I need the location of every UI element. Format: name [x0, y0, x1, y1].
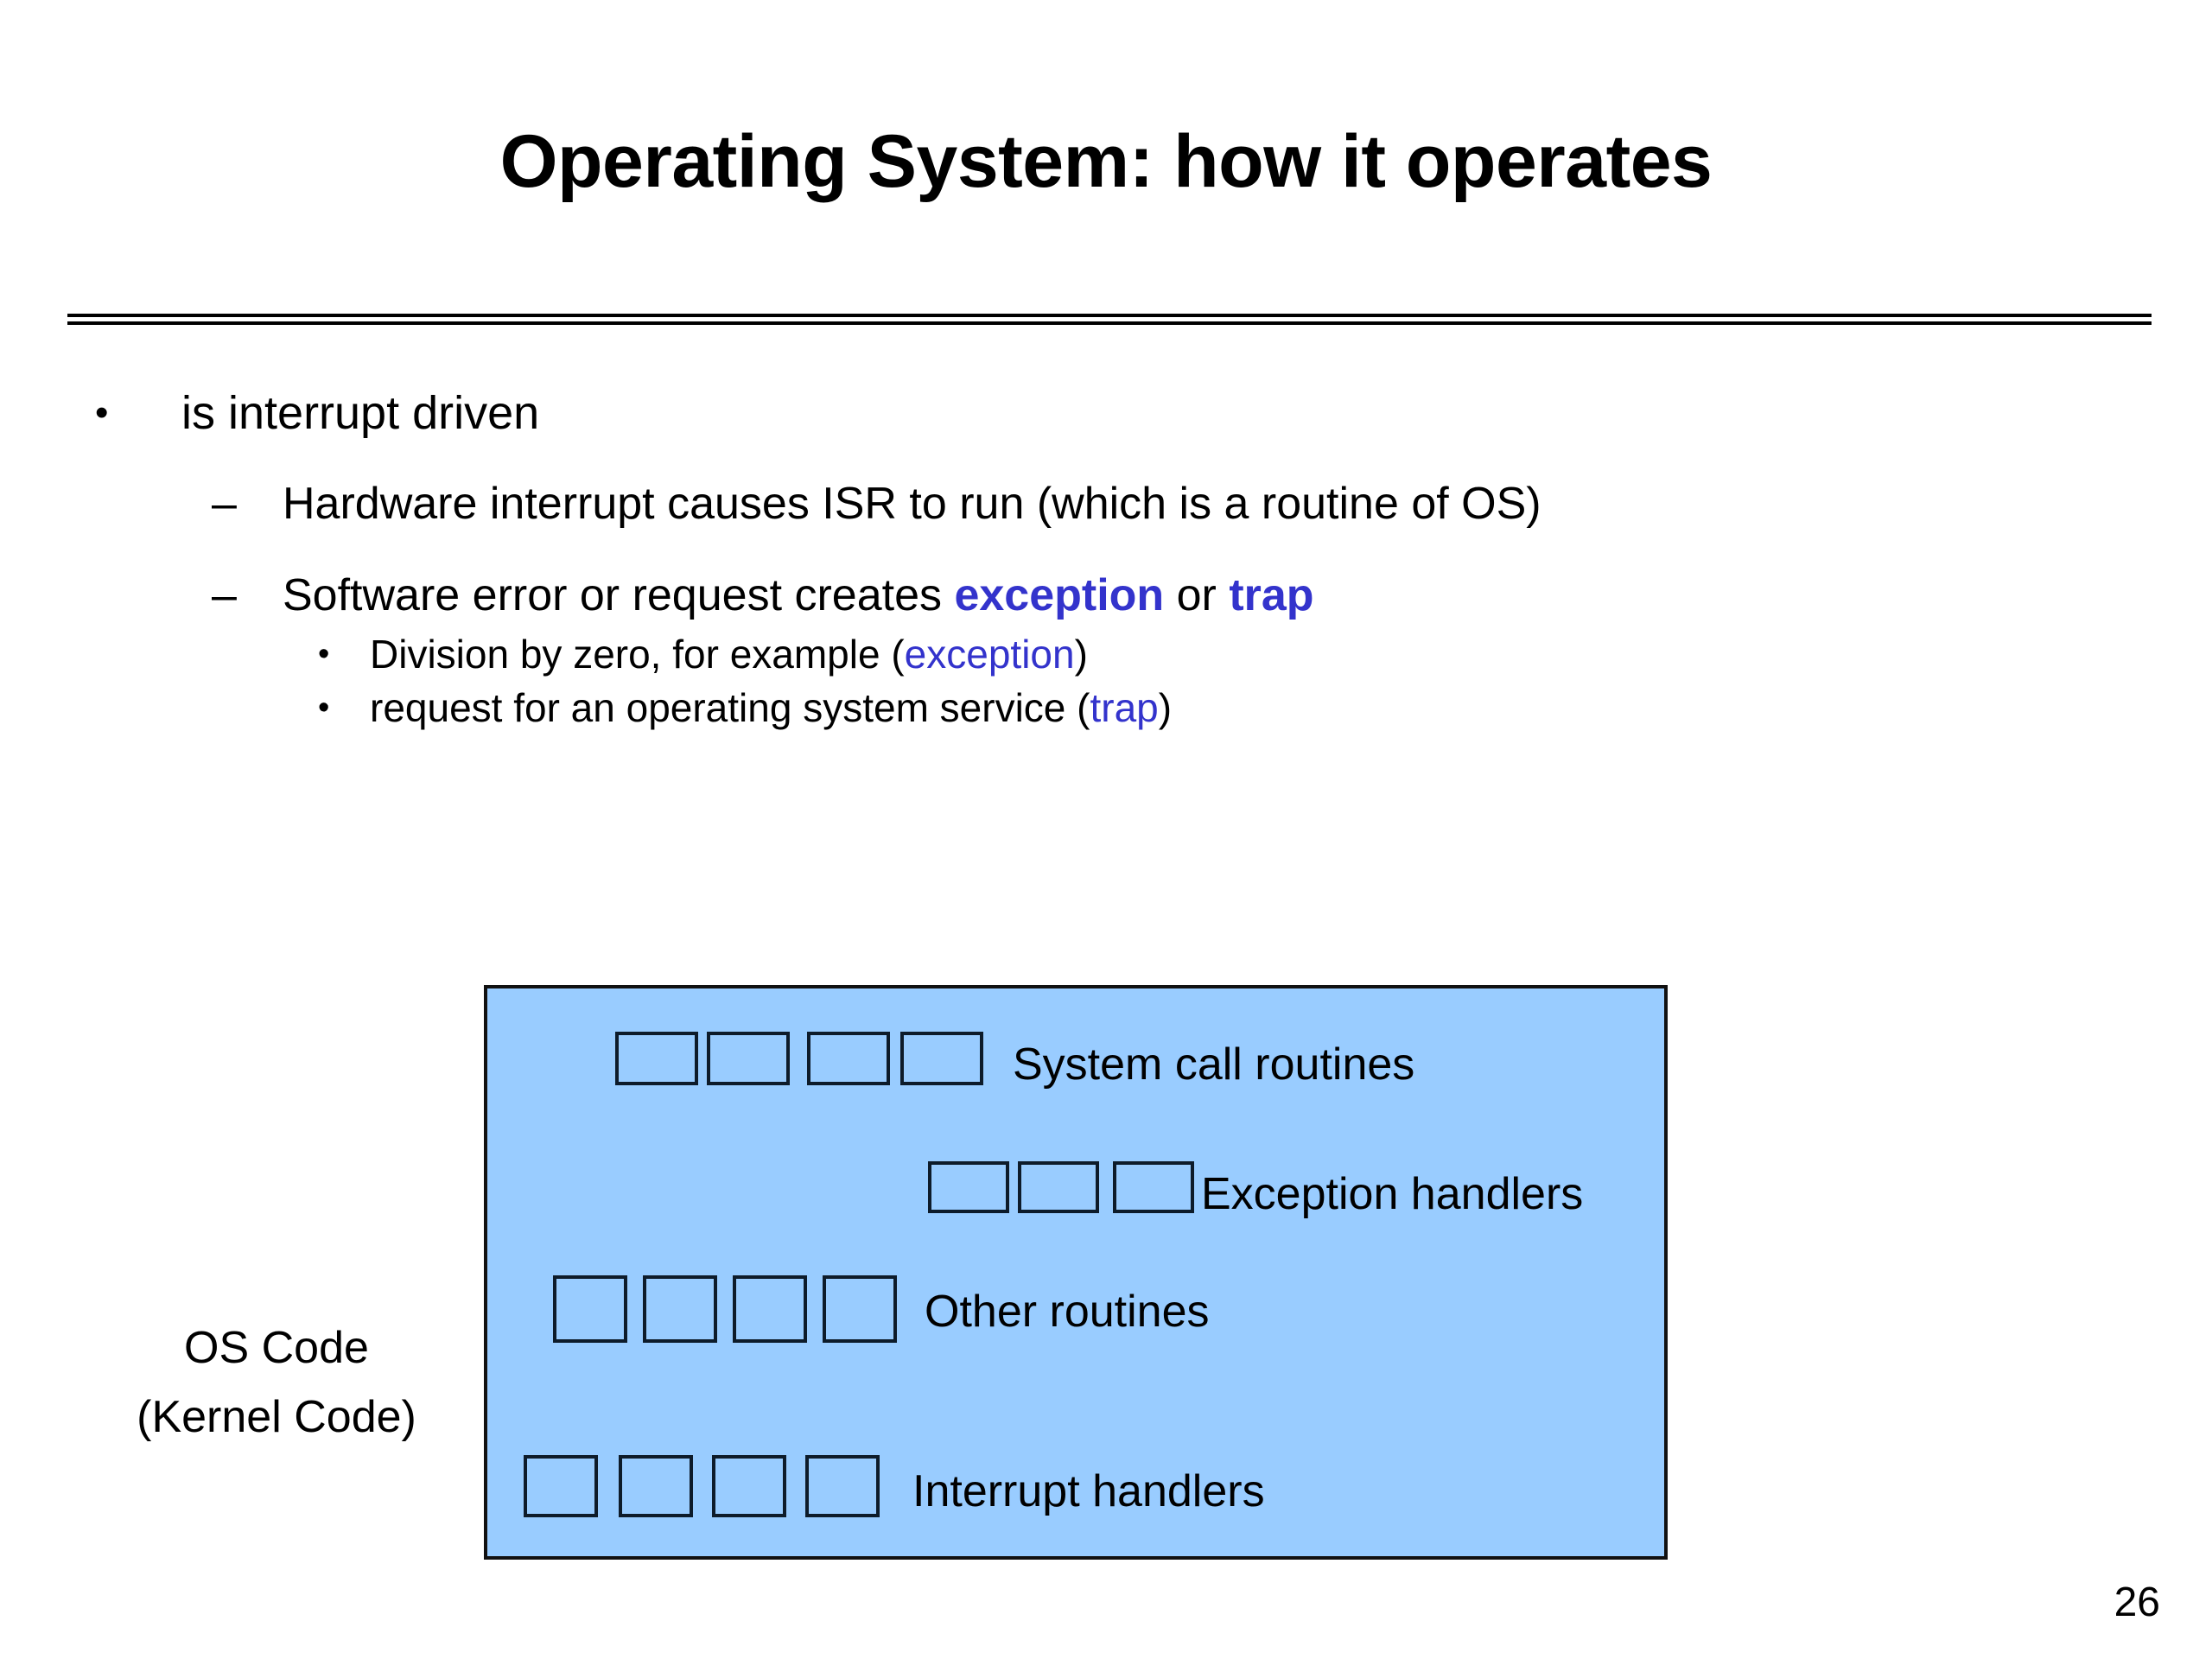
os-code-label: OS Code (Kernel Code): [86, 1313, 467, 1452]
keyword-exception: exception: [904, 632, 1075, 677]
bullet-text-part: ): [1074, 632, 1088, 677]
handler-slot: [619, 1455, 693, 1517]
bullet-level3-division-by-zero: • Division by zero, for example (excepti…: [0, 627, 2212, 681]
routine-slot: [643, 1275, 717, 1343]
bullet-level3-os-service-request: • request for an operating system servic…: [0, 681, 2212, 734]
routine-slot: [553, 1275, 627, 1343]
routine-slot: [823, 1275, 897, 1343]
handler-slot: [524, 1455, 598, 1517]
group-label-interrupt-handlers: Interrupt handlers: [912, 1466, 1265, 1516]
handler-slot: [928, 1161, 1009, 1213]
group-label-exception-handlers: Exception handlers: [1201, 1169, 1584, 1219]
bullet-level2-software-error: – Software error or request creates exce…: [0, 563, 2212, 627]
keyword-exception: exception: [954, 570, 1165, 620]
page-title: Operating System: how it operates: [499, 120, 1713, 203]
bullet-text-part: request for an operating system service …: [370, 685, 1090, 730]
kernel-code-diagram: System call routines Exception handlers …: [484, 985, 1668, 1560]
bullet-marker-dash: –: [212, 570, 237, 620]
handler-slot: [805, 1455, 880, 1517]
bullet-list: • is interrupt driven – Hardware interru…: [0, 380, 2212, 734]
bullet-level1-interrupt-driven: • is interrupt driven: [0, 380, 2212, 446]
title-divider: [67, 314, 2152, 325]
routine-slot: [733, 1275, 807, 1343]
handler-slot: [712, 1455, 786, 1517]
bullet-marker-dot: •: [95, 391, 109, 434]
os-code-label-line1: OS Code: [184, 1323, 369, 1373]
routine-slot: [807, 1032, 890, 1085]
bullet-text-part: Software error or request creates: [283, 570, 955, 620]
routine-slot: [707, 1032, 790, 1085]
bullet-text-part: or: [1164, 570, 1230, 620]
divider-line-top: [67, 314, 2152, 317]
routine-slot: [900, 1032, 983, 1085]
bullet-text-part: ): [1158, 685, 1173, 730]
bullet-spacer: [0, 536, 2212, 563]
bullet-text: Hardware interrupt causes ISR to run (wh…: [283, 479, 1541, 529]
bullet-spacer: [0, 446, 2212, 472]
bullet-text: Software error or request creates except…: [283, 570, 1314, 620]
bullet-text: Division by zero, for example (exception…: [370, 632, 1088, 677]
bullet-marker-dot: •: [318, 636, 330, 672]
bullet-marker-dash: –: [212, 479, 237, 529]
group-label-other-routines: Other routines: [925, 1287, 1210, 1337]
keyword-trap: trap: [1229, 570, 1314, 620]
bullet-text-part: Division by zero, for example (: [370, 632, 905, 677]
routine-slot: [615, 1032, 698, 1085]
handler-slot: [1113, 1161, 1194, 1213]
os-code-label-line2: (Kernel Code): [137, 1392, 416, 1442]
group-label-system-call-routines: System call routines: [1013, 1039, 1415, 1090]
bullet-marker-dot: •: [318, 690, 330, 726]
bullet-level2-hardware-interrupt: – Hardware interrupt causes ISR to run (…: [0, 472, 2212, 536]
keyword-trap: trap: [1090, 685, 1159, 730]
handler-slot: [1018, 1161, 1099, 1213]
bullet-text: request for an operating system service …: [370, 685, 1172, 730]
page-number: 26: [2113, 1580, 2160, 1625]
bullet-text: is interrupt driven: [181, 387, 540, 439]
divider-line-bottom: [67, 321, 2152, 325]
